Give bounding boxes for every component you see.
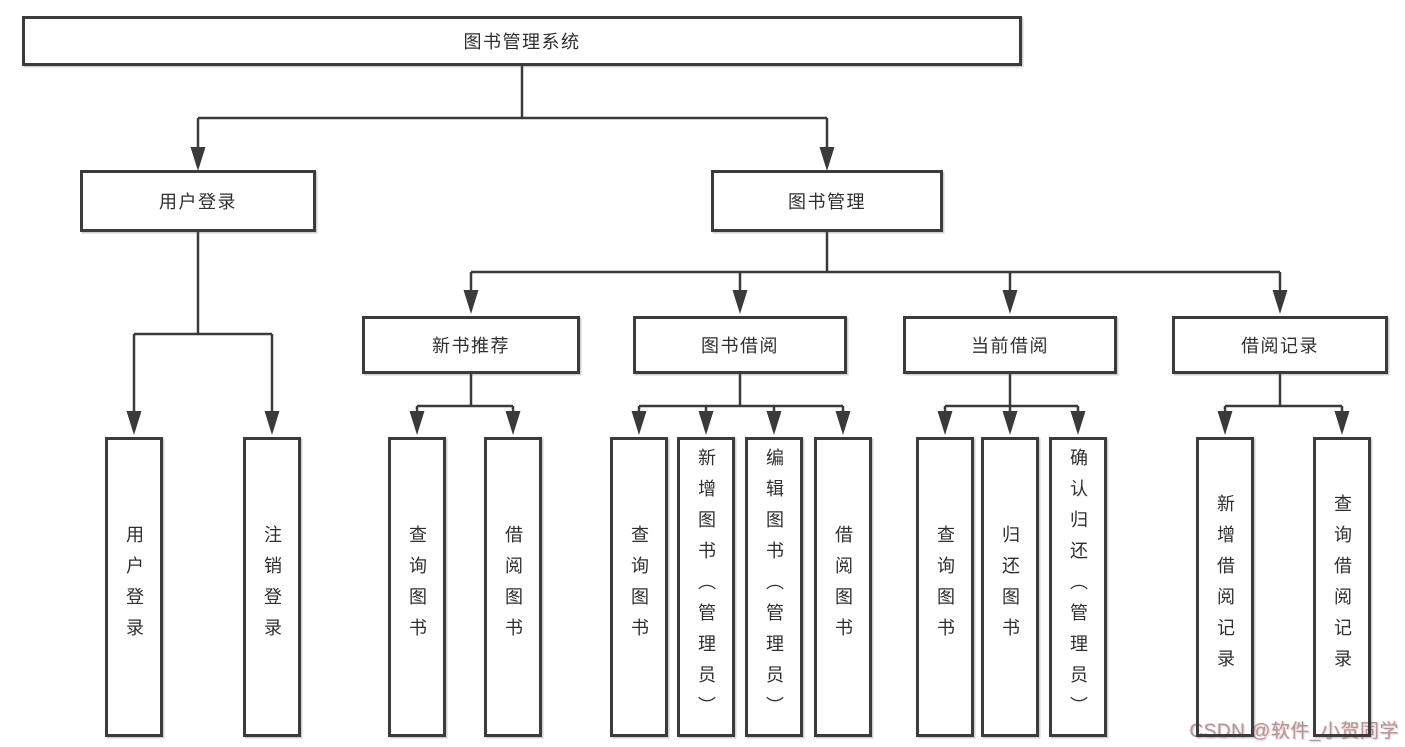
leaf-query-books-borrow: 查询图书 — [610, 437, 668, 737]
leaf-user-login: 用户登录 — [105, 437, 163, 737]
arrowheads — [126, 147, 1350, 435]
leaf-label: 借阅图书 — [833, 525, 853, 649]
leaf-query-books-recommend: 查询图书 — [388, 437, 446, 737]
node-book-management: 图书管理 — [711, 170, 943, 232]
node-current-borrow: 当前借阅 — [903, 316, 1117, 374]
leaf-query-books-current: 查询图书 — [916, 437, 974, 737]
leaf-label: 注销登录 — [262, 525, 282, 649]
leaf-label: 编辑图书（管理员） — [764, 447, 784, 727]
leaf-label: 查询图书 — [629, 525, 649, 649]
leaf-label: 确认归还（管理员） — [1068, 447, 1088, 727]
leaf-label: 用户登录 — [124, 525, 144, 649]
node-label: 图书管理系统 — [463, 32, 581, 52]
node-label: 用户登录 — [159, 192, 237, 212]
node-label: 新书推荐 — [432, 336, 510, 356]
leaf-label: 归还图书 — [1000, 525, 1020, 649]
leaf-edit-books-admin: 编辑图书（管理员） — [745, 437, 803, 737]
leaf-borrow-books: 借阅图书 — [814, 437, 872, 737]
leaf-borrow-books-recommend: 借阅图书 — [484, 437, 542, 737]
node-user-login: 用户登录 — [80, 170, 316, 232]
leaf-logout-login: 注销登录 — [243, 437, 301, 737]
node-label: 当前借阅 — [971, 336, 1049, 356]
node-label: 图书管理 — [788, 192, 866, 212]
node-new-book-recommend: 新书推荐 — [362, 316, 580, 374]
leaf-add-borrow-record: 新增借阅记录 — [1196, 437, 1254, 737]
leaf-label: 新增借阅记录 — [1215, 494, 1235, 680]
leaf-label: 新增图书（管理员） — [696, 447, 716, 727]
node-borrow-record: 借阅记录 — [1172, 316, 1388, 374]
leaf-label: 查询图书 — [935, 525, 955, 649]
leaf-query-borrow-record: 查询借阅记录 — [1313, 437, 1371, 737]
leaf-label: 查询借阅记录 — [1332, 494, 1352, 680]
leaf-confirm-return-admin: 确认归还（管理员） — [1049, 437, 1107, 737]
leaf-return-books: 归还图书 — [981, 437, 1039, 737]
node-label: 图书借阅 — [701, 336, 779, 356]
node-library-management-system: 图书管理系统 — [22, 16, 1022, 66]
leaf-add-books-admin: 新增图书（管理员） — [677, 437, 735, 737]
node-label: 借阅记录 — [1241, 336, 1319, 356]
node-book-borrow: 图书借阅 — [633, 316, 847, 374]
leaf-label: 查询图书 — [407, 525, 427, 649]
leaf-label: 借阅图书 — [503, 525, 523, 649]
